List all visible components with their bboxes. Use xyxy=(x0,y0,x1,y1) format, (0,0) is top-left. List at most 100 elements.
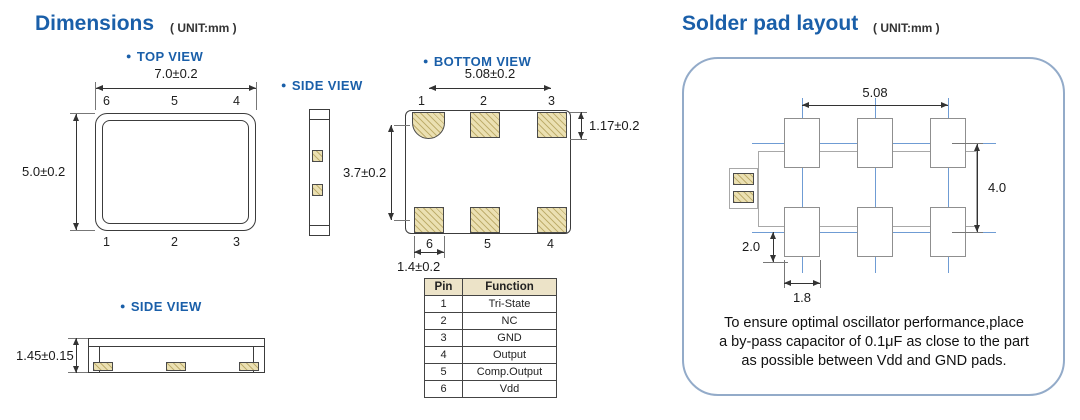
connector-outline xyxy=(729,168,758,209)
solder-note-line: To ensure optimal oscillator performance… xyxy=(724,315,1024,331)
side-view-pad xyxy=(312,184,323,196)
table-row: 2 NC xyxy=(424,312,557,330)
extension-line xyxy=(394,220,410,221)
bullet-icon: ● xyxy=(126,51,132,61)
top-view-width-dim: 7.0±0.2 xyxy=(154,66,198,81)
bottom-view-pad2 xyxy=(470,112,500,138)
extension-line xyxy=(784,260,785,288)
solder-note-line: as possible between Vdd and GND pads. xyxy=(741,353,1007,369)
table-row: 5 Comp.Output xyxy=(424,363,557,381)
side-view-front-line xyxy=(253,346,254,372)
top-view-pin: 1 xyxy=(103,235,110,249)
bullet-icon: ● xyxy=(423,56,429,66)
side-view-front-pad xyxy=(166,362,186,371)
bottom-view-pad3 xyxy=(537,112,567,138)
extension-line xyxy=(95,82,96,110)
extension-line xyxy=(820,260,821,288)
solder-padwidth-dimline xyxy=(784,280,820,286)
side-view-label: ●SIDE VIEW xyxy=(281,78,363,93)
side-view-front-pad xyxy=(93,362,113,371)
solder-pad xyxy=(857,118,893,168)
bottom-view-pin: 5 xyxy=(484,237,491,251)
solder-layout-frame xyxy=(682,57,1065,396)
top-view-height-dimline xyxy=(73,114,79,230)
side-view-line xyxy=(309,119,330,120)
centerline xyxy=(948,98,949,273)
bottom-view-pin: 2 xyxy=(480,94,487,108)
top-view-pin: 5 xyxy=(171,94,178,108)
table-row: 3 GND xyxy=(424,329,557,347)
top-view-body-inner xyxy=(102,120,249,224)
bottom-view-padspan-dim: 5.08±0.2 xyxy=(464,66,516,81)
solder-rowspan-dimline xyxy=(974,144,980,232)
bullet-icon: ● xyxy=(120,301,126,311)
extension-line xyxy=(444,236,445,258)
side-view-front-label: ●SIDE VIEW xyxy=(120,299,202,314)
table-row: 1 Tri-State xyxy=(424,295,557,313)
top-view-body-outline xyxy=(95,113,256,231)
extension-line xyxy=(256,82,257,110)
solder-pad xyxy=(784,207,820,257)
bottom-view-rowspan-dim: 3.7±0.2 xyxy=(343,165,387,180)
side-view-front-lid-line xyxy=(88,346,265,347)
bottom-view-padheight-dim: 1.17±0.2 xyxy=(589,118,640,133)
solder-padspan-dimline xyxy=(802,102,948,108)
extension-line xyxy=(570,139,587,140)
bottom-view-pin: 6 xyxy=(426,237,433,251)
side-view-front-pad xyxy=(239,362,259,371)
extension-line xyxy=(952,143,983,144)
top-view-width-dimline xyxy=(96,85,256,91)
dimensions-unit: ( UNIT:mm ) xyxy=(170,21,237,35)
solder-rowspan-dim: 4.0 xyxy=(988,180,1007,195)
solder-unit: ( UNIT:mm ) xyxy=(873,21,940,35)
solder-pad xyxy=(857,207,893,257)
table-header-row: Pin Function xyxy=(424,278,557,296)
bottom-view-padheight-dimline xyxy=(578,112,584,139)
connector-pad xyxy=(733,191,754,203)
pin-header: Pin xyxy=(424,278,463,296)
table-row: 6 Vdd xyxy=(424,380,557,398)
solder-title: Solder pad layout xyxy=(682,12,859,35)
centerline xyxy=(802,98,803,273)
extension-line xyxy=(763,262,788,263)
pin-function-table: Pin Function 1 Tri-State 2 NC 3 GND 4 Ou… xyxy=(424,278,557,398)
bottom-view-body xyxy=(405,110,571,234)
side-view-front-line xyxy=(99,346,100,372)
top-view-pin: 3 xyxy=(233,235,240,249)
table-row: 4 Output xyxy=(424,346,557,364)
solder-padspan-dim: 5.08 xyxy=(862,85,888,100)
dimensions-title: Dimensions xyxy=(35,12,155,35)
bottom-view-padwidth-dim: 1.4±0.2 xyxy=(397,259,441,274)
bottom-view-pad4 xyxy=(537,207,567,233)
function-header: Function xyxy=(462,278,557,296)
extension-line xyxy=(952,232,983,233)
bottom-view-pin: 3 xyxy=(548,94,555,108)
top-view-pin: 6 xyxy=(103,94,110,108)
bottom-view-pad1 xyxy=(412,112,445,139)
side-view-front-dimline xyxy=(73,338,79,373)
bottom-view-padspan-dimline xyxy=(429,85,551,91)
side-view-line xyxy=(309,225,330,226)
connector-pad xyxy=(733,173,754,185)
centerline xyxy=(875,98,876,273)
top-view-label: ●TOP VIEW xyxy=(126,49,204,64)
extension-line xyxy=(414,236,415,258)
solder-padwidth-dim: 1.8 xyxy=(792,290,812,305)
extension-line xyxy=(70,113,95,114)
bottom-view-label: ●BOTTOM VIEW xyxy=(423,54,532,69)
extension-line xyxy=(394,125,410,126)
top-view-pin: 2 xyxy=(171,235,178,249)
bottom-view-pad6 xyxy=(414,207,444,233)
side-view-pad xyxy=(312,150,323,162)
top-view-height-dim: 5.0±0.2 xyxy=(22,164,66,179)
solder-note-line: a by-pass capacitor of 0.1μF as close to… xyxy=(719,334,1029,350)
solder-offset-dim: 2.0 xyxy=(742,239,761,254)
bottom-view-padwidth-dimline xyxy=(414,249,444,255)
bottom-view-pad5 xyxy=(470,207,500,233)
side-view-front-body xyxy=(88,338,265,373)
solder-pad xyxy=(784,118,820,168)
side-view-body xyxy=(309,109,330,236)
bottom-view-pin: 4 xyxy=(547,237,554,251)
bottom-view-rowspan-dimline xyxy=(388,125,394,220)
